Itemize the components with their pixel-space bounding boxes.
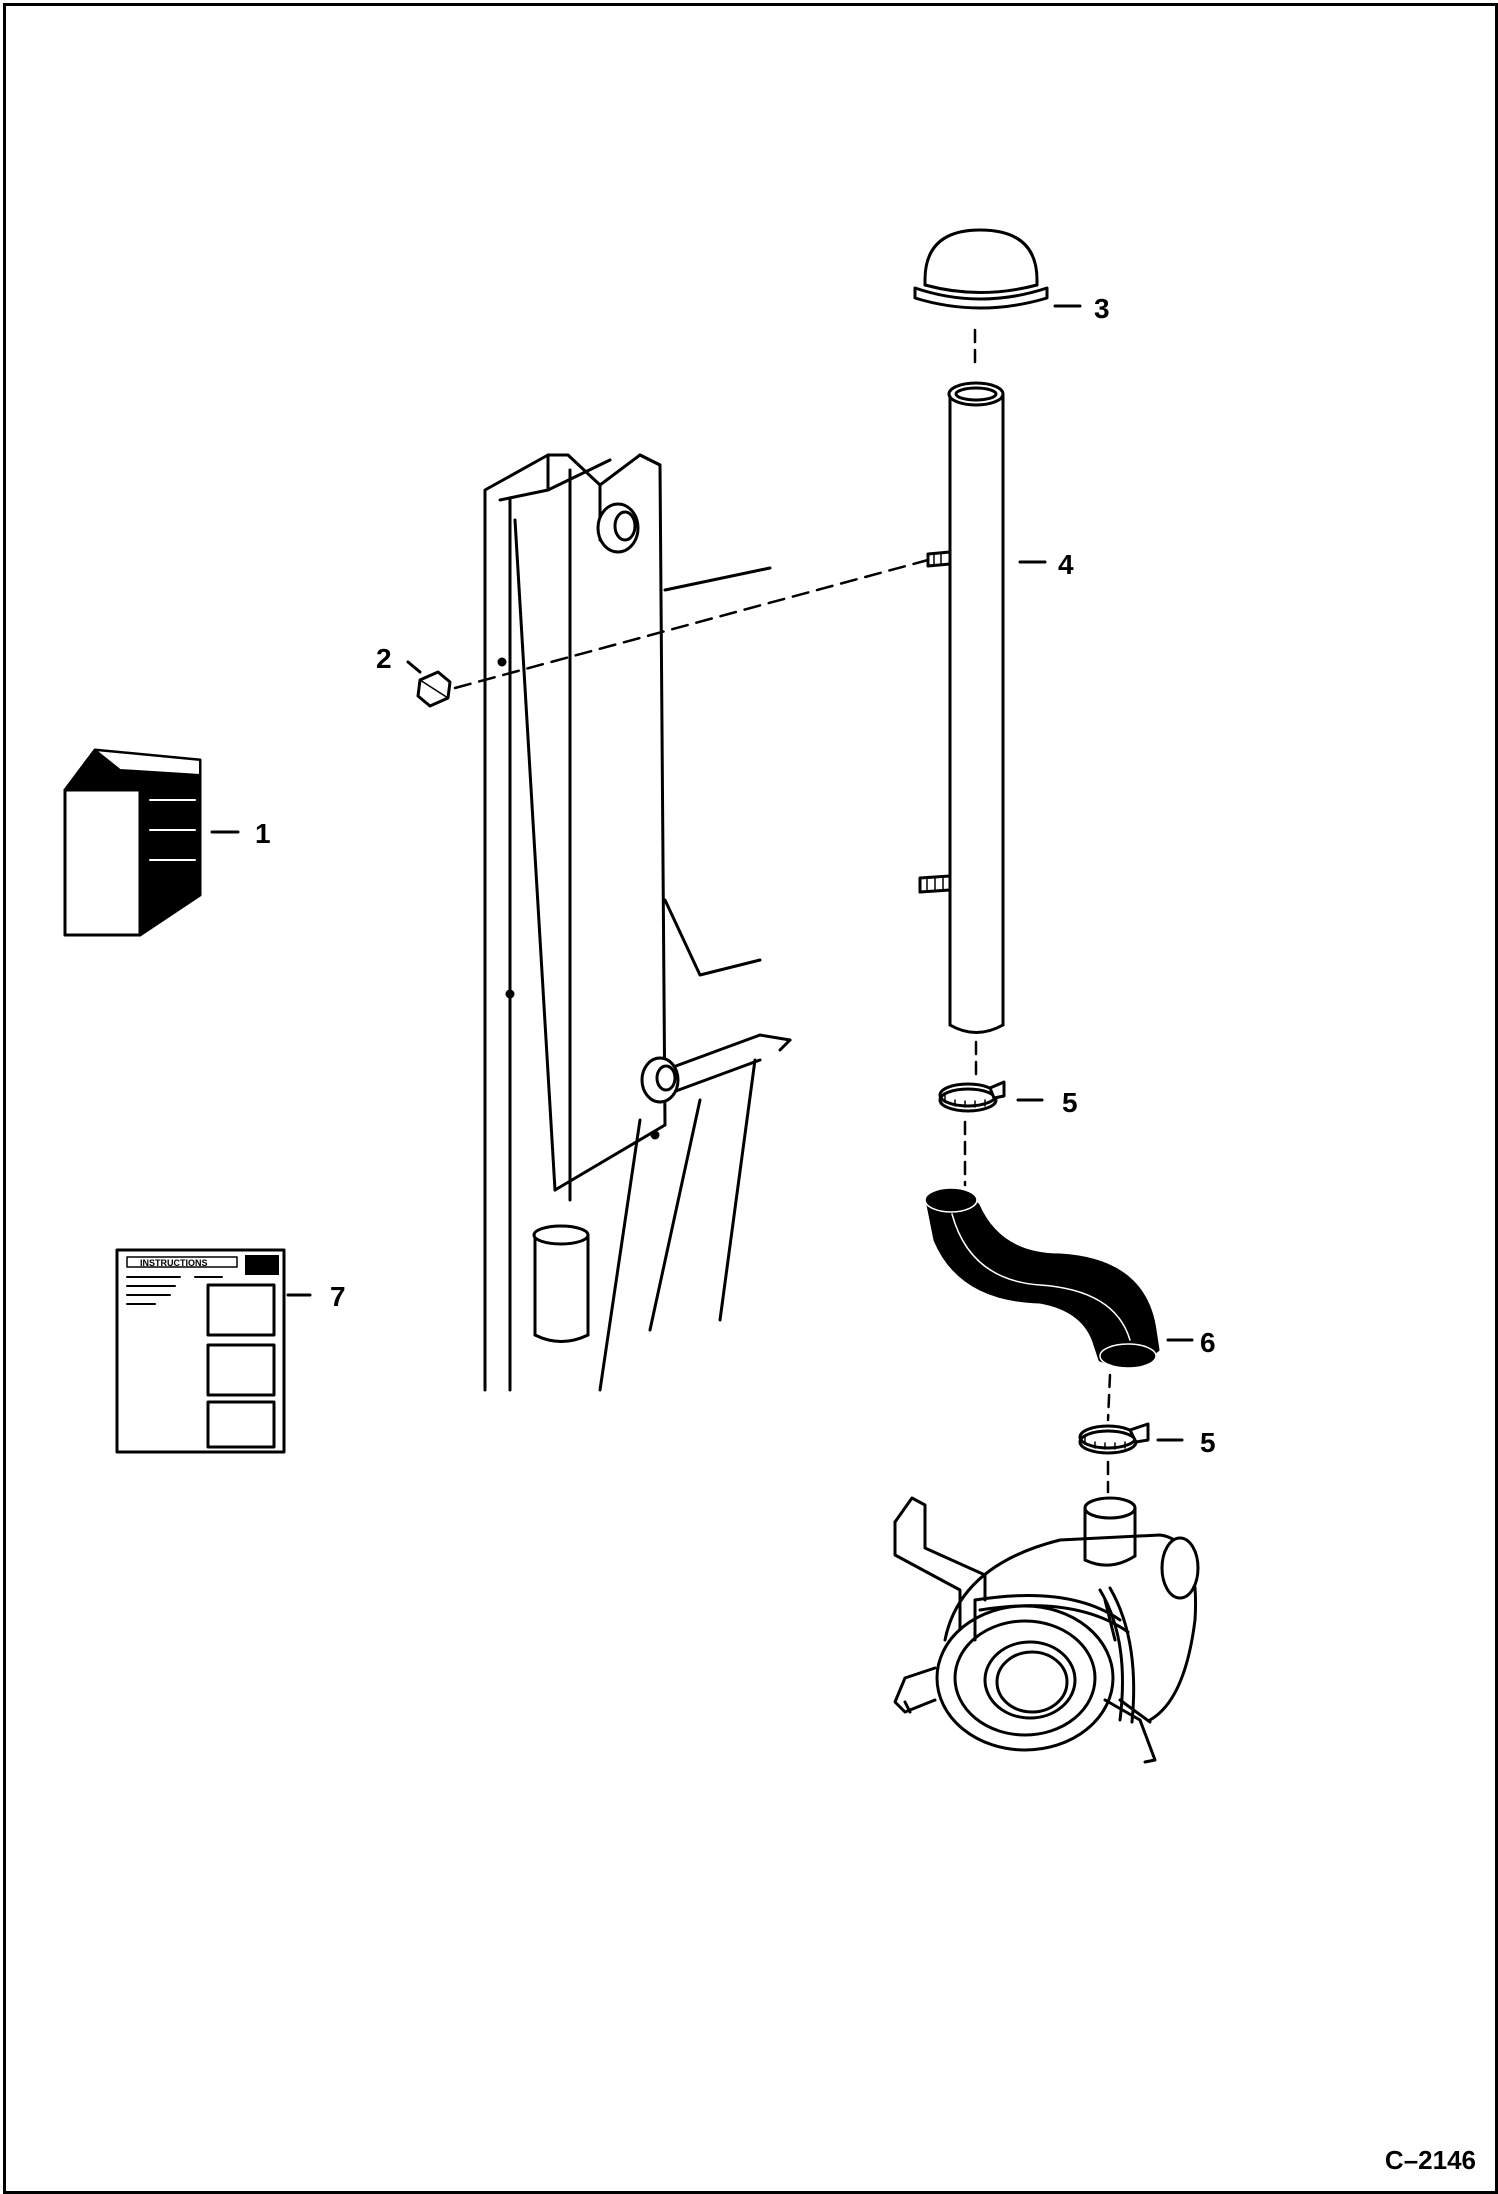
part-6-formed-hose xyxy=(924,1187,1160,1369)
callout-leader-2 xyxy=(406,660,422,674)
loader-upright-frame xyxy=(483,453,792,1392)
callout-label-1: 1 xyxy=(255,818,271,849)
callout-label-5a: 5 xyxy=(1062,1087,1078,1118)
callout-label-5b: 5 xyxy=(1200,1427,1216,1458)
figure-id: C–2146 xyxy=(1384,2145,1476,2175)
part-1-kit-box xyxy=(63,748,202,937)
air-cleaner-assembly xyxy=(893,1496,1200,1764)
part-3-precleaner-cap xyxy=(913,228,1049,310)
callout-label-4: 4 xyxy=(1058,549,1074,580)
callout-label-7: 7 xyxy=(330,1281,346,1312)
part-7-instruction-sheet xyxy=(115,1248,286,1454)
part-5-hose-clamp-upper xyxy=(938,1080,1006,1113)
assembly-line-hose xyxy=(1106,1373,1112,1422)
callout-label-2: 2 xyxy=(376,643,392,674)
part-5-hose-clamp-lower xyxy=(1078,1422,1150,1455)
assembly-line-nut xyxy=(453,558,930,690)
callout-label-3: 3 xyxy=(1094,293,1110,324)
instruction-sheet-title: INSTRUCTIONS xyxy=(140,1258,208,1268)
part-4-intake-tube xyxy=(918,381,1005,1034)
part-2-nut xyxy=(416,670,452,708)
callout-label-6: 6 xyxy=(1200,1327,1216,1358)
